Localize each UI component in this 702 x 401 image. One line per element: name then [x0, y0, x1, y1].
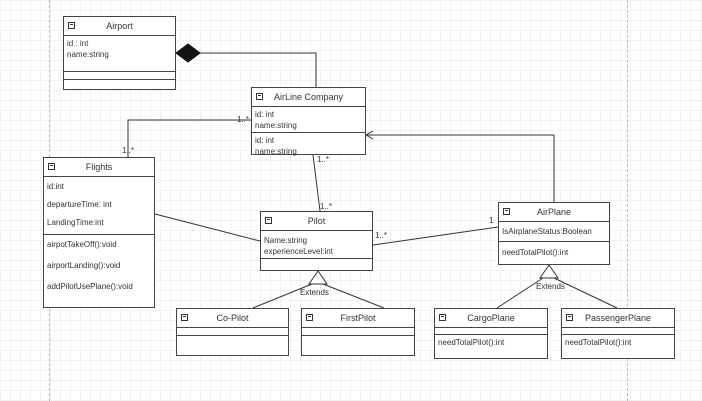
airplane-airline-arrow — [364, 130, 374, 140]
class-name: Flights — [85, 162, 113, 172]
class-icon — [503, 208, 510, 215]
class-name: CargoPlane — [467, 313, 515, 323]
class-name: Airport — [106, 21, 133, 31]
attribute: departureTime: int — [47, 200, 112, 209]
class-passengerplane[interactable]: PassengerPlane needTotalPilot():int — [561, 308, 675, 359]
class-pilot[interactable]: Pilot Name:string experienceLevel:int — [260, 211, 373, 271]
attribute: LandingTime:int — [47, 218, 104, 227]
method: needTotalPilot():int — [438, 338, 505, 347]
class-airplane[interactable]: AirPlane IsAirplaneStatus:Boolean needTo… — [498, 202, 610, 265]
cargoplane-extends-line — [496, 277, 544, 309]
method: airpotTakeOff():void — [47, 240, 117, 249]
firstpilot-extends-line — [322, 283, 385, 309]
multiplicity-label: 1..* — [375, 231, 388, 240]
multiplicity-label: 1..* — [237, 115, 250, 124]
airplane-generalization-triangle — [539, 264, 559, 279]
class-name: AirLine Company — [273, 92, 344, 102]
method: needTotalPilot():int — [565, 338, 632, 347]
attribute: Name:string — [264, 236, 308, 245]
class-icon — [306, 314, 313, 321]
class-icon — [265, 217, 272, 224]
page-boundary-right — [627, 0, 628, 401]
attribute: experienceLevel:int — [264, 247, 333, 256]
attribute: id : int — [67, 39, 89, 48]
flights-pilot-line — [154, 213, 261, 242]
class-icon — [181, 314, 188, 321]
passengerplane-extends-line — [553, 277, 618, 309]
class-name: FirstPilot — [340, 313, 376, 323]
multiplicity-label: 1..* — [122, 146, 135, 155]
attribute: id: int — [255, 110, 275, 119]
class-cargoplane[interactable]: CargoPlane needTotalPilot():int — [434, 308, 548, 359]
class-co-pilot[interactable]: Co-Pilot — [176, 308, 289, 356]
multiplicity-label: 1..* — [320, 202, 333, 211]
class-name: Pilot — [307, 216, 326, 226]
class-icon — [68, 22, 75, 29]
multiplicity-label: 1..* — [317, 155, 330, 164]
composition-diamond — [175, 43, 201, 63]
attribute: name:string — [255, 147, 297, 156]
class-airport[interactable]: Airport id : int name:string — [63, 16, 176, 90]
attribute: IsAirplaneStatus:Boolean — [502, 227, 592, 236]
attribute: name:string — [255, 121, 297, 130]
class-airline-company[interactable]: AirLine Company id: int name:string id: … — [251, 87, 366, 156]
attribute: id: int — [255, 136, 275, 145]
copilot-extends-line — [252, 283, 313, 309]
attribute: id:int — [47, 182, 64, 191]
class-name: PassengerPlane — [584, 313, 652, 323]
pilot-airplane-line — [372, 226, 499, 246]
class-icon — [256, 93, 263, 100]
pilot-generalization-triangle — [308, 270, 328, 285]
composition-line — [200, 52, 317, 87]
attribute: name:string — [67, 50, 109, 59]
extends-label: Extends — [536, 282, 565, 291]
airline-flights-line — [127, 119, 251, 157]
multiplicity-label: 1 — [489, 216, 494, 225]
method: airportLanding():void — [47, 261, 121, 270]
extends-label: Extends — [300, 288, 329, 297]
class-icon — [48, 163, 55, 170]
class-icon — [439, 314, 446, 321]
class-icon — [566, 314, 573, 321]
method: addPilotUsePlane():void — [47, 282, 133, 291]
class-flights[interactable]: Flights id:int departureTime: int Landin… — [43, 157, 155, 308]
method: needTotalPilot():int — [502, 248, 569, 257]
class-name: AirPlane — [536, 207, 572, 217]
class-name: Co-Pilot — [216, 313, 249, 323]
airline-pilot-line — [312, 154, 321, 212]
airplane-airline-line — [366, 134, 555, 202]
class-firstpilot[interactable]: FirstPilot — [301, 308, 415, 356]
